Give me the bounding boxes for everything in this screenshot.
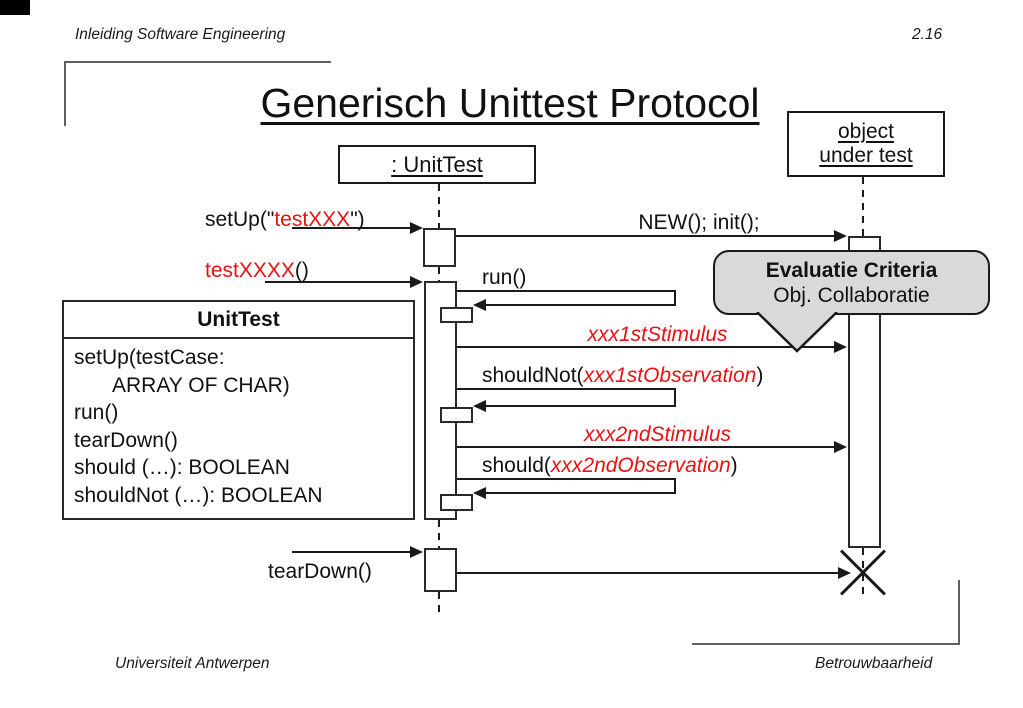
- label-testcall-suffix: (): [294, 259, 309, 282]
- unittest-label: : UnitTest: [391, 151, 483, 177]
- arrow-stimulus1: [456, 346, 835, 348]
- callout-subtitle: Obj. Collaboratie: [773, 283, 930, 307]
- label-observation2: xxx2ndObservation: [550, 454, 731, 477]
- corner-mark: [0, 0, 30, 15]
- object-label-line2: under test: [819, 144, 913, 167]
- arrowhead-setup: [410, 222, 423, 234]
- callout-title: Evaluatie Criteria: [765, 258, 938, 282]
- label-testcall-red: testXXXX: [205, 259, 295, 282]
- label-setup-param: testXXX: [274, 208, 351, 231]
- lifeline-head-unittest: : UnitTest: [338, 145, 536, 184]
- activation-nested-run: [440, 307, 473, 323]
- bracket-bottom-vertical: [958, 580, 960, 645]
- selfcall-shouldnot-return: [484, 405, 676, 407]
- bracket-top-horizontal: [64, 61, 331, 63]
- arrowhead-stimulus1: [834, 341, 847, 353]
- selfcall-should-out: [456, 478, 676, 480]
- label-new-init: NEW(); init();: [638, 211, 760, 234]
- class-member: ARRAY OF CHAR): [112, 373, 290, 397]
- label-testcall: testXXXX(): [205, 259, 309, 283]
- lifeline-head-object-under-test: object under test: [787, 111, 945, 177]
- lifeline-unittest-dash: [438, 592, 440, 614]
- selfcall-run-out: [456, 290, 676, 292]
- bracket-bottom-horizontal: [692, 643, 960, 645]
- header-course-title: Inleiding Software Engineering: [75, 26, 286, 43]
- class-box-unittest: UnitTest setUp(testCase: ARRAY OF CHAR) …: [62, 300, 415, 520]
- bracket-top-vertical: [64, 61, 66, 126]
- footer-chapter: Betrouwbaarheid: [815, 655, 933, 672]
- activation-nested-should: [440, 494, 473, 511]
- class-box-title: UnitTest: [64, 302, 413, 339]
- object-label-line1: object: [837, 120, 895, 143]
- lifeline-unittest-dash: [438, 267, 440, 282]
- class-member: run(): [74, 401, 119, 424]
- label-run: run(): [482, 266, 527, 289]
- callout-evaluatie-criteria: Evaluatie Criteria Obj. Collaboratie: [713, 250, 990, 315]
- label-stimulus2: xxx2ndStimulus: [583, 423, 732, 446]
- label-setup-prefix: setUp(": [205, 208, 275, 231]
- label-shouldnot-suffix: ): [756, 364, 764, 387]
- slide-page-number: 2.16: [912, 26, 943, 43]
- arrowhead-stimulus2: [834, 441, 847, 453]
- arrow-stimulus2: [456, 446, 835, 448]
- slide-title: Generisch Unittest Protocol: [260, 80, 760, 126]
- label-should: should(xxx2ndObservation): [482, 454, 738, 478]
- lifeline-object-dash: [862, 177, 864, 237]
- label-stimulus1: xxx1stStimulus: [587, 323, 728, 346]
- selfcall-shouldnot-edge: [674, 388, 676, 407]
- label-setup: setUp("testXXX"): [205, 208, 365, 232]
- arrowhead-new-init: [834, 230, 847, 242]
- arrow-testcall: [265, 281, 411, 283]
- lifeline-unittest-dash: [438, 184, 440, 228]
- label-shouldnot-prefix: shouldNot(: [482, 364, 584, 387]
- label-setup-suffix: "): [350, 208, 365, 231]
- selfcall-shouldnot-out: [456, 388, 676, 390]
- selfcall-should-return: [484, 492, 676, 494]
- arrow-teardown: [292, 551, 411, 553]
- arrowhead-destroy: [838, 567, 851, 579]
- label-teardown: tearDown(): [268, 560, 372, 583]
- activation-teardown: [424, 548, 457, 592]
- class-member: shouldNot (…): BOOLEAN: [74, 483, 323, 507]
- arrowhead-should-return: [473, 487, 486, 499]
- class-member: tearDown(): [74, 428, 178, 452]
- activation-setup: [423, 228, 456, 267]
- label-observation1: xxx1stObservation: [583, 364, 757, 387]
- class-member: setUp(testCase:: [74, 346, 225, 369]
- arrow-destroy: [456, 572, 839, 574]
- class-member: should (…): BOOLEAN: [74, 456, 290, 479]
- activation-nested-shouldnot: [440, 407, 473, 423]
- selfcall-should-edge: [674, 478, 676, 494]
- label-shouldnot: shouldNot(xxx1stObservation): [482, 364, 763, 388]
- callout-tail: [756, 312, 838, 353]
- arrow-new-init: [456, 235, 835, 237]
- lifeline-unittest-dash: [438, 520, 440, 548]
- label-should-prefix: should(: [482, 454, 551, 477]
- arrowhead-testcall: [410, 276, 423, 288]
- label-should-suffix: ): [730, 454, 738, 477]
- arrowhead-teardown: [410, 546, 423, 558]
- arrowhead-shouldnot-return: [473, 400, 486, 412]
- selfcall-run-return: [484, 304, 676, 306]
- arrow-setup: [292, 227, 411, 229]
- arrowhead-run-return: [473, 299, 486, 311]
- footer-university: Universiteit Antwerpen: [115, 655, 270, 672]
- selfcall-run-edge: [674, 290, 676, 306]
